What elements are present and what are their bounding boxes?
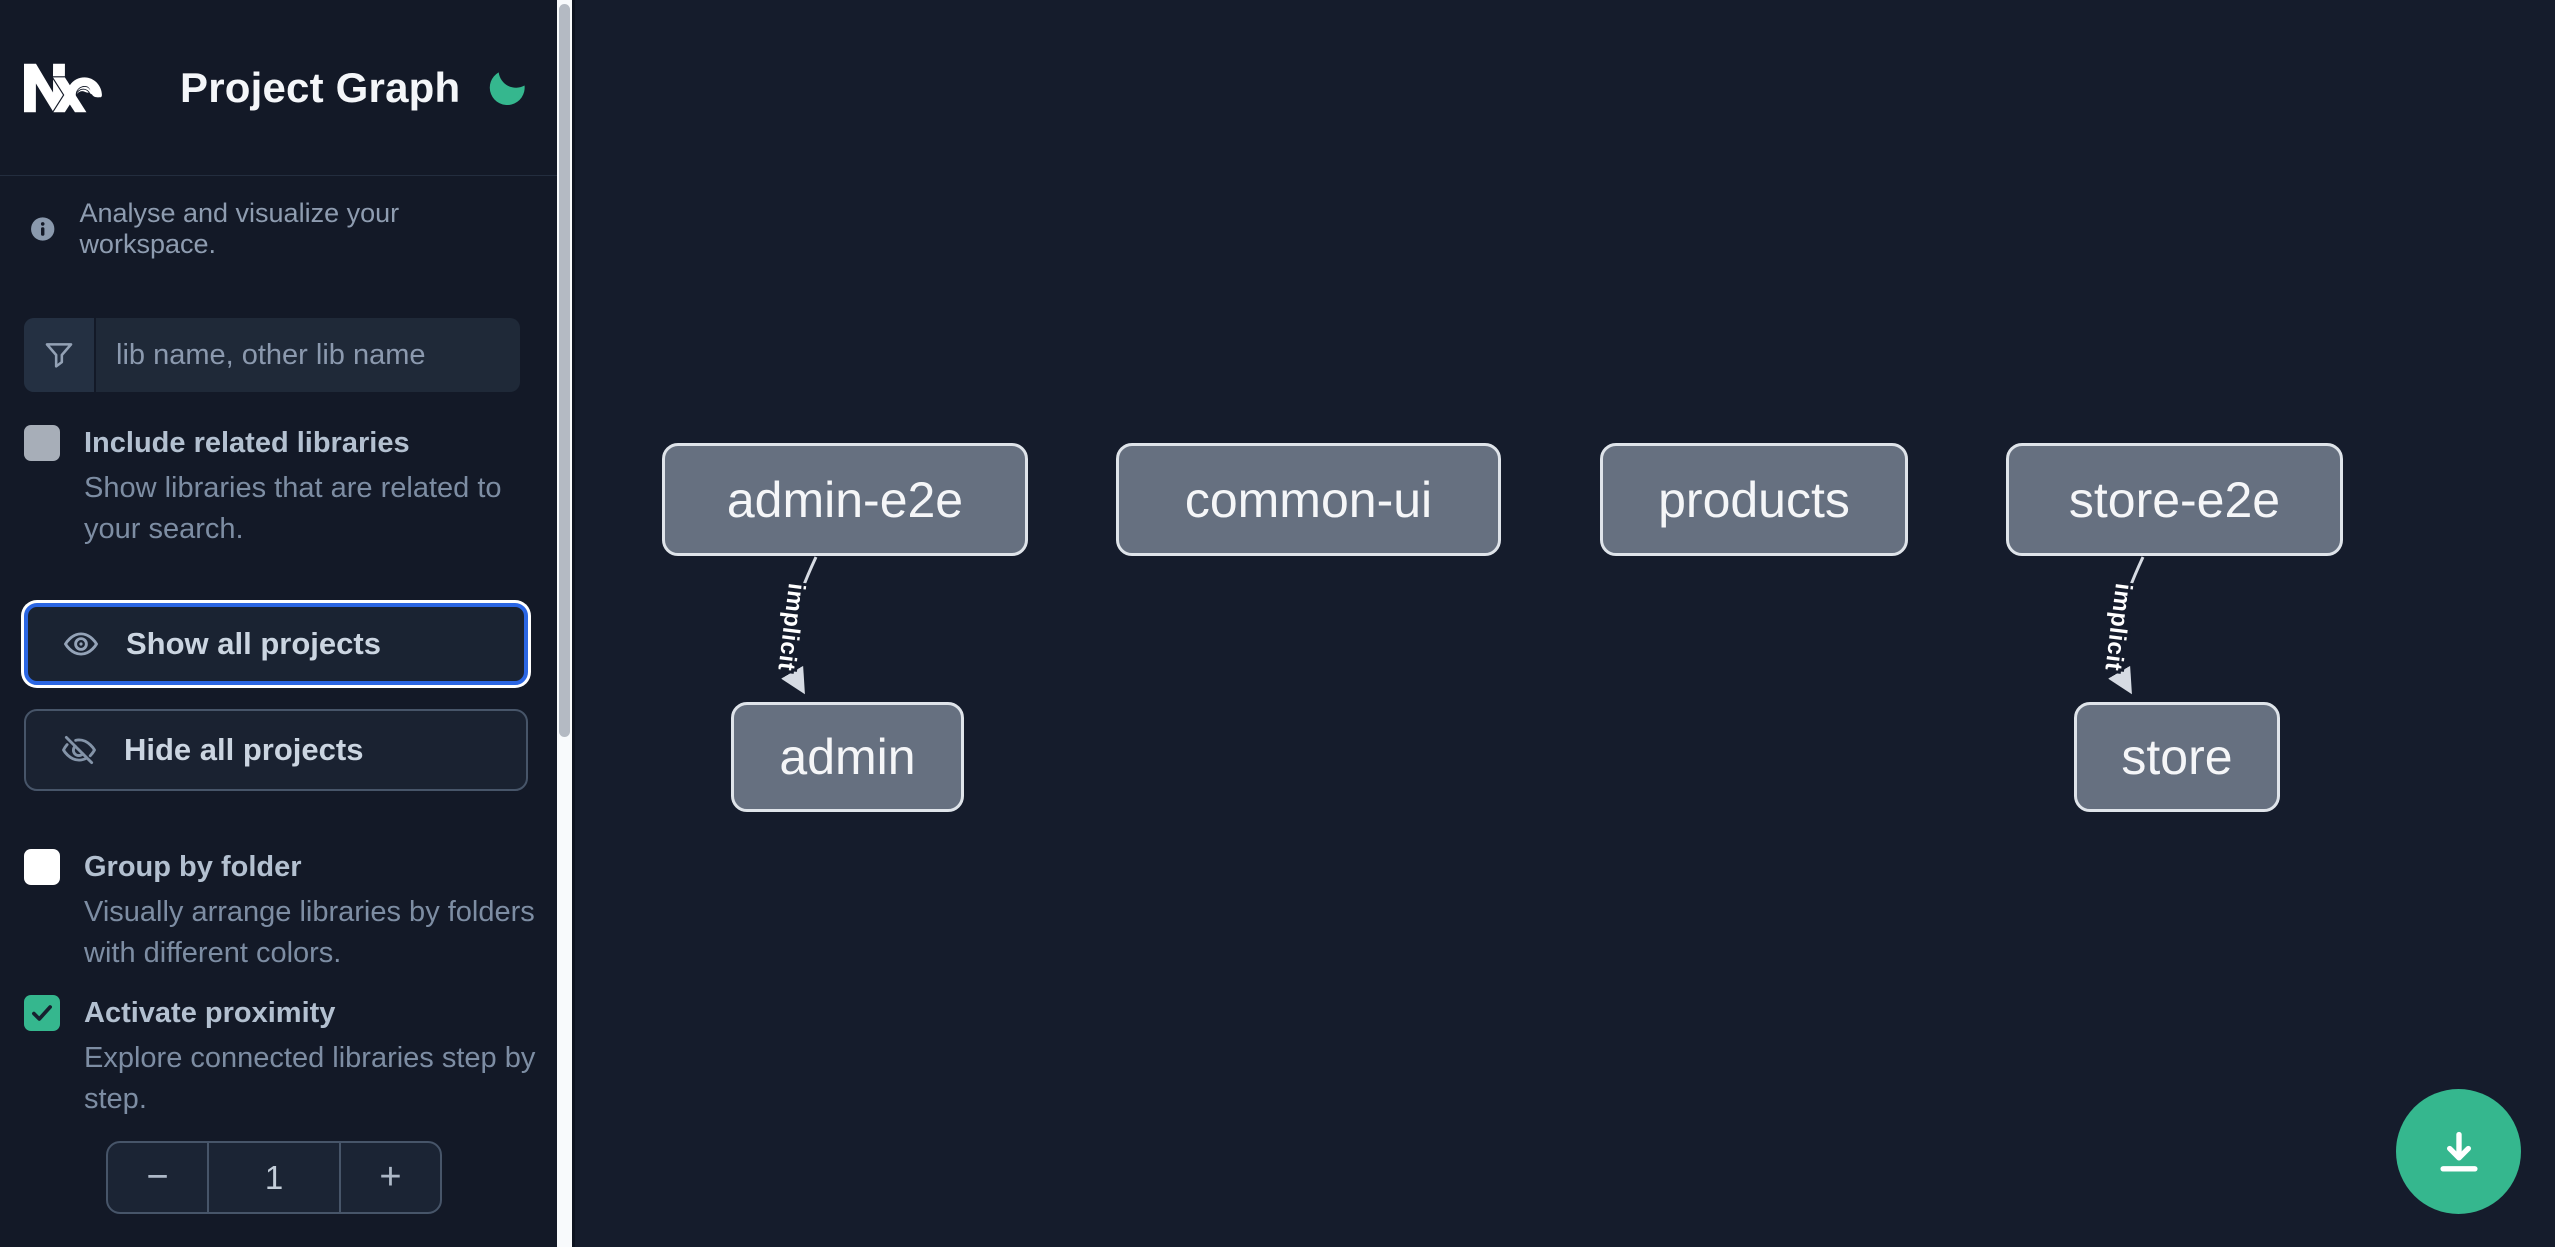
info-banner: Analyse and visualize your workspace.	[0, 176, 557, 260]
graph-node-store[interactable]: store	[2074, 702, 2280, 812]
activate-proximity-checkbox[interactable]	[24, 995, 60, 1031]
option-include-related: Include related libraries Show libraries…	[24, 424, 524, 550]
sidebar-header: Project Graph	[0, 0, 557, 176]
download-icon	[2439, 1131, 2478, 1171]
nx-logo	[24, 63, 102, 112]
graph-canvas[interactable]	[572, 0, 2555, 1247]
decrement-button[interactable]: −	[108, 1143, 207, 1212]
info-icon	[31, 217, 55, 241]
include-related-checkbox[interactable]	[24, 425, 60, 461]
graph-node-store-e2e[interactable]: store-e2e	[2006, 443, 2343, 556]
eye-off-icon	[62, 735, 96, 765]
hide-all-projects-label: Hide all projects	[124, 732, 364, 767]
search-input[interactable]	[96, 318, 520, 392]
include-related-label: Include related libraries	[84, 427, 410, 459]
graph-node-common-ui[interactable]: common-ui	[1116, 443, 1501, 556]
check-icon	[32, 1005, 52, 1021]
hide-all-projects-button[interactable]: Hide all projects	[24, 709, 528, 791]
sidebar: Project Graph Analyse and visualize your…	[0, 0, 557, 1247]
activate-proximity-label: Activate proximity	[84, 997, 336, 1029]
info-text: Analyse and visualize your workspace.	[79, 198, 400, 259]
filter-funnel-icon	[45, 343, 73, 368]
graph-node-products[interactable]: products	[1600, 443, 1908, 556]
graph-node-admin-e2e[interactable]: admin-e2e	[662, 443, 1028, 556]
download-image-button[interactable]	[2396, 1089, 2521, 1214]
option-group-by-folder: Group by folder Visually arrange librari…	[24, 848, 535, 974]
eye-icon	[64, 632, 98, 656]
activate-proximity-description: Explore connected libraries step by step…	[84, 1042, 536, 1115]
proximity-depth-value: 1	[207, 1143, 341, 1212]
proximity-depth-stepper: − 1 +	[106, 1141, 442, 1214]
group-by-folder-description: Visually arrange libraries by folders wi…	[84, 896, 535, 969]
theme-toggle-button[interactable]	[482, 63, 532, 113]
sidebar-scrollbar-track	[557, 0, 572, 1247]
sidebar-scrollbar-thumb[interactable]	[559, 4, 570, 737]
group-by-folder-label: Group by folder	[84, 851, 302, 883]
show-all-projects-button[interactable]: Show all projects	[24, 603, 528, 685]
page-title: Project Graph	[180, 63, 461, 111]
graph-node-admin[interactable]: admin	[731, 702, 964, 812]
option-activate-proximity: Activate proximity Explore connected lib…	[24, 994, 535, 1120]
moon-icon	[490, 71, 525, 105]
include-related-description: Show libraries that are related to your …	[84, 472, 502, 545]
filter-icon-cell	[24, 318, 96, 392]
increment-button[interactable]: +	[341, 1143, 440, 1212]
search-bar	[24, 318, 520, 392]
group-by-folder-checkbox[interactable]	[24, 849, 60, 885]
show-all-projects-label: Show all projects	[126, 626, 381, 661]
